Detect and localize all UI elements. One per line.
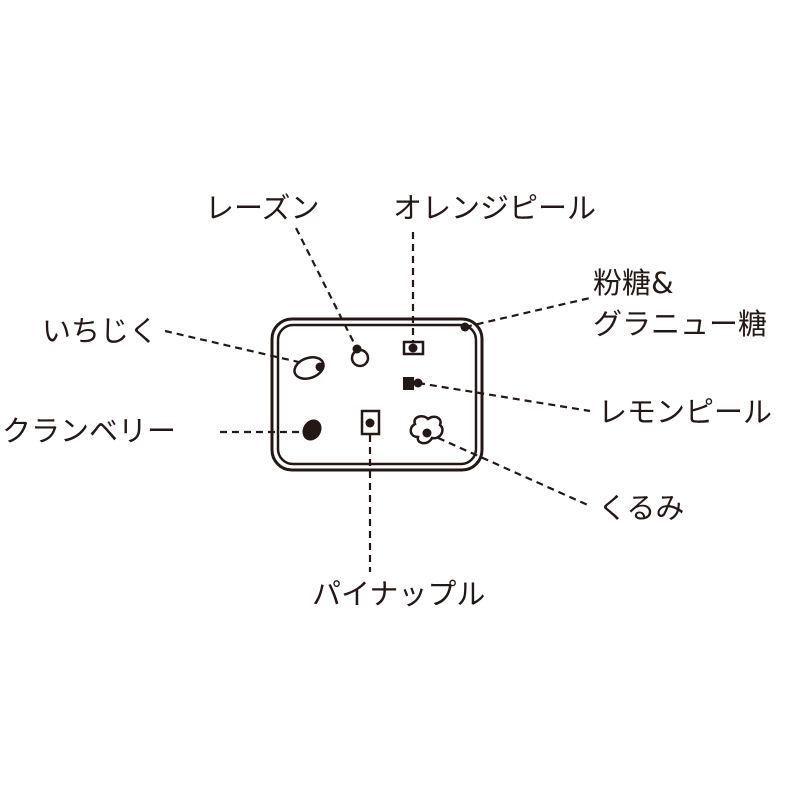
sugar-dot — [460, 322, 470, 332]
fig-dot — [315, 362, 325, 372]
label-sugar-line2: グラニュー糖 — [593, 307, 768, 341]
label-walnut: くるみ — [598, 491, 685, 525]
container-inner — [276, 323, 478, 466]
label-raisin: レーズン — [205, 191, 320, 225]
label-pineapple: パイナップル — [312, 577, 486, 611]
leader-sugar — [464, 296, 591, 329]
leader-fig — [164, 329, 321, 369]
pineapple-dot — [365, 418, 375, 428]
label-lemon-peel: レモンピール — [598, 395, 773, 429]
leader-walnut — [426, 431, 591, 508]
label-fig: いちじく — [42, 314, 159, 348]
container-outer — [270, 317, 484, 472]
leader-raisin — [295, 227, 358, 350]
orange-peel-dot — [408, 343, 418, 353]
lemon-peel-shape — [403, 377, 414, 390]
label-cranberry: クランベリー — [2, 414, 177, 448]
raisin-dot — [352, 344, 362, 354]
cranberry-shape — [302, 419, 322, 441]
label-sugar-line1: 粉糖& — [593, 266, 674, 300]
leader-lemon-peel — [417, 381, 591, 413]
walnut-dot — [422, 428, 432, 438]
label-orange-peel: オレンジピール — [393, 191, 597, 225]
fig-shape — [293, 356, 325, 380]
lemon-peel-dot — [413, 378, 423, 388]
